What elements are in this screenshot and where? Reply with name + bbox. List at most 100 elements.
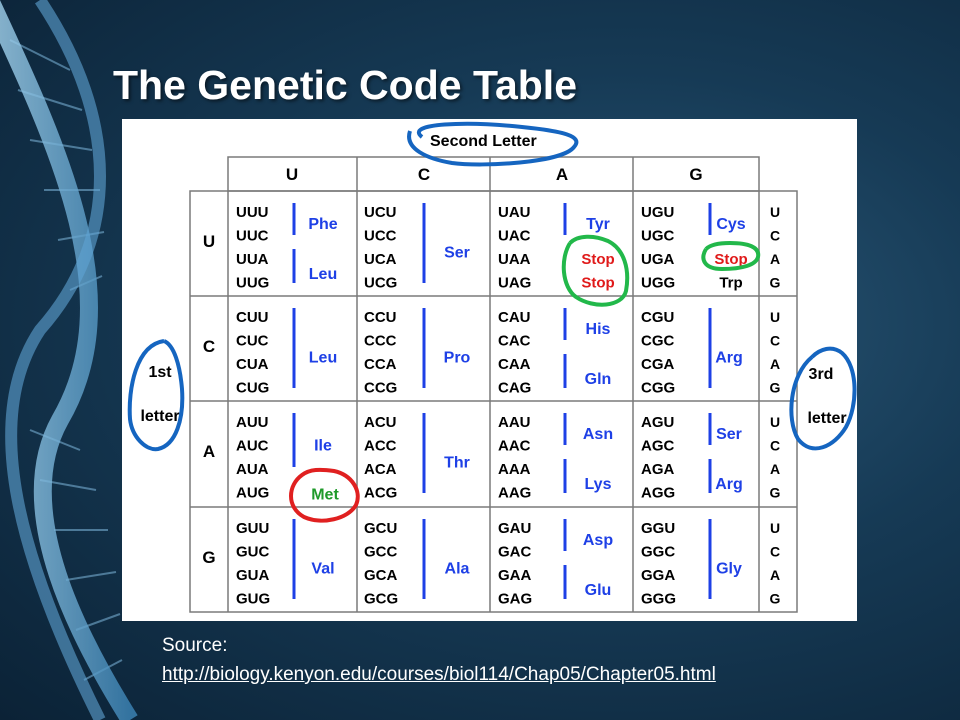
- codon-CUC: CUC: [236, 333, 269, 350]
- codon-GAA: GAA: [498, 567, 532, 584]
- codon-CGU: CGU: [641, 309, 674, 326]
- start-codon-met: Met: [311, 487, 339, 504]
- third-letter-U: U: [770, 414, 780, 430]
- source-link[interactable]: http://biology.kenyon.edu/courses/biol11…: [162, 664, 716, 685]
- codon-ACC: ACC: [364, 438, 397, 455]
- amino-acid-phe: Phe: [308, 216, 337, 233]
- codon-CCU: CCU: [364, 309, 397, 326]
- codon-AAU: AAU: [498, 414, 531, 431]
- amino-acid-glu: Glu: [585, 582, 612, 599]
- codon-UUG: UUG: [236, 275, 269, 292]
- codon-GUA: GUA: [236, 567, 270, 584]
- codon-GGU: GGU: [641, 520, 675, 537]
- amino-acid-ser: Ser: [716, 426, 742, 443]
- first-letter-circle: [127, 339, 185, 452]
- source-label: Source:: [162, 635, 228, 656]
- uga-stop-circle: [701, 240, 761, 272]
- codon-CAU: CAU: [498, 309, 531, 326]
- codon-AGG: AGG: [641, 485, 675, 502]
- second-letter-G: G: [689, 165, 702, 184]
- codon-AUA: AUA: [236, 461, 269, 478]
- codon-ACG: ACG: [364, 485, 397, 502]
- second-letter-C: C: [418, 165, 430, 184]
- third-letter-U: U: [770, 204, 780, 220]
- codon-GCC: GCC: [364, 544, 398, 561]
- second-letter-U: U: [286, 165, 298, 184]
- amino-acid-thr: Thr: [444, 454, 470, 471]
- second-letter-A: A: [556, 165, 568, 184]
- slide-title: The Genetic Code Table: [113, 62, 577, 108]
- amino-acid-arg: Arg: [715, 349, 743, 366]
- amino-acid-ala: Ala: [445, 560, 470, 577]
- first-letter-annotation-2: letter: [140, 408, 179, 425]
- codon-GCG: GCG: [364, 591, 398, 608]
- codon-AUG: AUG: [236, 485, 269, 502]
- stop-codons-circle: [561, 234, 630, 307]
- amino-acid-asp: Asp: [583, 532, 613, 549]
- codon-GAC: GAC: [498, 544, 532, 561]
- codon-CGG: CGG: [641, 380, 675, 397]
- third-letter-G: G: [770, 591, 781, 607]
- codon-AAG: AAG: [498, 485, 531, 502]
- codon-GAG: GAG: [498, 591, 532, 608]
- first-letter-U: U: [203, 232, 215, 251]
- third-letter-U: U: [770, 520, 780, 536]
- codon-UGU: UGU: [641, 204, 674, 221]
- stop-codon-uag: Stop: [581, 275, 614, 292]
- codon-UAG: UAG: [498, 275, 531, 292]
- third-letter-A: A: [770, 567, 780, 583]
- third-letter-G: G: [770, 485, 781, 501]
- codon-UCU: UCU: [364, 204, 397, 221]
- codon-UUU: UUU: [236, 204, 269, 221]
- third-letter-circle: [789, 346, 857, 451]
- codon-CAC: CAC: [498, 333, 531, 350]
- third-letter-G: G: [770, 275, 781, 291]
- amino-acid-gly: Gly: [716, 560, 742, 577]
- codon-CCA: CCA: [364, 356, 397, 373]
- third-letter-C: C: [770, 333, 780, 349]
- codon-GGG: GGG: [641, 591, 676, 608]
- third-letter-annotation-1: 3rd: [809, 366, 834, 383]
- codon-UAA: UAA: [498, 251, 531, 268]
- codon-GCU: GCU: [364, 520, 397, 537]
- helix-strand-1: [0, 0, 138, 720]
- amino-acid-leu: Leu: [309, 266, 337, 283]
- codon-AAC: AAC: [498, 438, 531, 455]
- amino-acid-arg: Arg: [715, 476, 743, 493]
- first-letter-A: A: [203, 442, 215, 461]
- amino-acid-asn: Asn: [583, 426, 613, 443]
- amino-acid-tyr: Tyr: [586, 216, 610, 233]
- third-letter-G: G: [770, 380, 781, 396]
- amino-acid-val: Val: [311, 560, 334, 577]
- first-letter-C: C: [203, 337, 215, 356]
- codon-UUC: UUC: [236, 228, 269, 245]
- amino-acid-gln: Gln: [585, 371, 612, 388]
- codon-CAG: CAG: [498, 380, 531, 397]
- source-citation: Source: http://biology.kenyon.edu/course…: [162, 631, 716, 689]
- second-letter-circle: [407, 121, 579, 167]
- amino-acid-leu: Leu: [309, 349, 337, 366]
- codon-UGA: UGA: [641, 251, 675, 268]
- second-letter-annotation: Second Letter: [430, 133, 537, 150]
- codon-CCG: CCG: [364, 380, 397, 397]
- amino-acid-pro: Pro: [444, 349, 471, 366]
- codon-GCA: GCA: [364, 567, 398, 584]
- codon-UUA: UUA: [236, 251, 269, 268]
- dna-helix-decoration: [0, 0, 138, 720]
- stop-codon-uaa: Stop: [581, 251, 614, 268]
- hand-drawn-annotations: [127, 121, 857, 523]
- third-letter-U: U: [770, 309, 780, 325]
- codon-CUA: CUA: [236, 356, 269, 373]
- codon-ACU: ACU: [364, 414, 397, 431]
- amino-acid-his: His: [586, 321, 611, 338]
- codon-UCA: UCA: [364, 251, 397, 268]
- amino-acid-cys: Cys: [716, 216, 745, 233]
- codon-UCG: UCG: [364, 275, 397, 292]
- third-letter-A: A: [770, 461, 780, 477]
- codon-CCC: CCC: [364, 333, 397, 350]
- codon-CAA: CAA: [498, 356, 531, 373]
- helix-strand-2: [5, 0, 106, 720]
- amino-acid-lys: Lys: [585, 476, 612, 493]
